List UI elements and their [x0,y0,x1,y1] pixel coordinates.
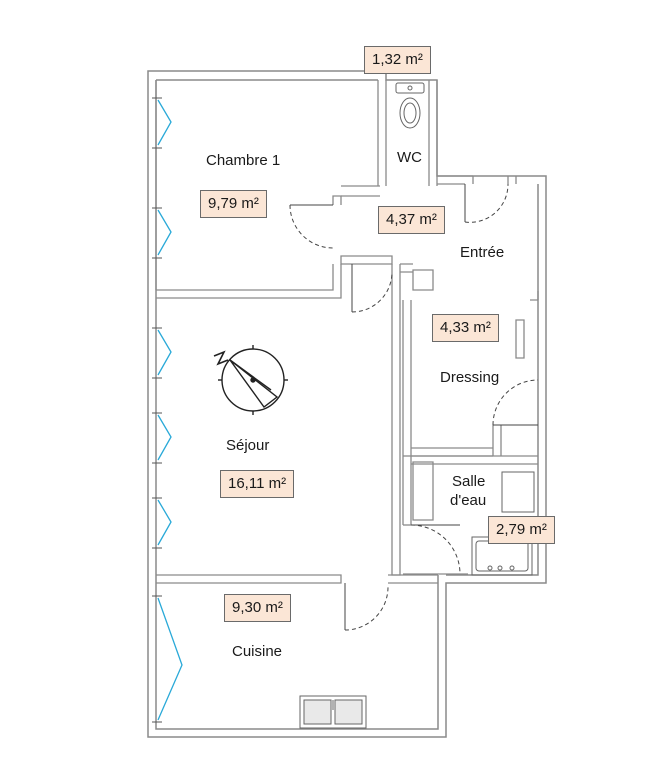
kitchen-sink-icon [299,695,367,729]
door-dressing [492,379,539,426]
door-chambre-1 [289,204,334,249]
exterior-wall [147,70,547,738]
area-badge-sejour: 16,11 m² [220,470,295,498]
room-label-salle-deau-line2: d'eau [450,492,487,509]
room-label-salle-deau-line1: Salle [452,473,486,490]
door-salle-deau [410,524,461,575]
door-sejour [351,264,393,313]
room-label-chambre-1: Chambre 1 [206,152,281,169]
area-badge-chambre-1: 9,79 m² [200,190,267,218]
room-label-sejour: Séjour [226,437,270,454]
toilet-icon [395,82,425,129]
interior-walls [155,80,539,584]
cabinet-icon [501,471,535,513]
room-label-cuisine: Cuisine [232,643,283,660]
room-label-dressing: Dressing [440,369,500,386]
compass-north-icon [213,345,288,415]
windows [157,99,183,721]
exterior-wall-inner [155,79,539,730]
area-badge-salle-deau: 2,79 m² [488,516,555,544]
room-label-entree: Entrée [460,244,505,261]
door-entree-1 [464,183,509,223]
area-badge-cuisine: 9,30 m² [224,594,291,622]
doors [289,183,539,631]
room-label-wc: WC [397,149,422,166]
door-cuisine [344,583,389,631]
area-badge-wc: 1,32 m² [364,46,431,74]
window-frames [152,97,162,723]
area-badge-dressing: 4,33 m² [432,314,499,342]
area-badge-entree: 4,37 m² [378,206,445,234]
